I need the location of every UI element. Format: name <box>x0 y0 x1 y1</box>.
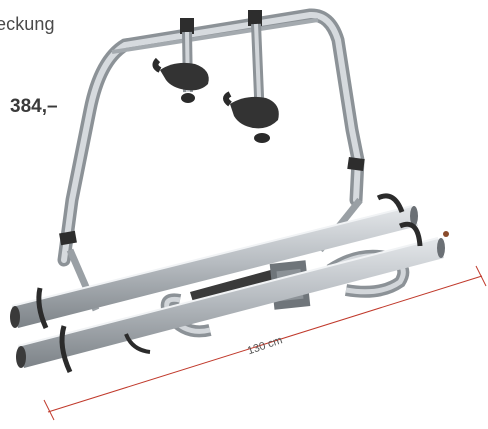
dimension-line <box>43 265 487 421</box>
caption-text: eckung <box>0 14 55 34</box>
rail-strap-clamps <box>36 193 423 374</box>
rail-end-fitting <box>443 231 449 237</box>
upper-frame <box>57 8 365 267</box>
claw-clamp-left <box>152 57 209 103</box>
wheel-rail-upper <box>10 205 418 328</box>
price-text: 384,– <box>10 96 58 117</box>
frame-band-clamps <box>59 10 365 246</box>
claw-clamp-right <box>223 91 279 143</box>
